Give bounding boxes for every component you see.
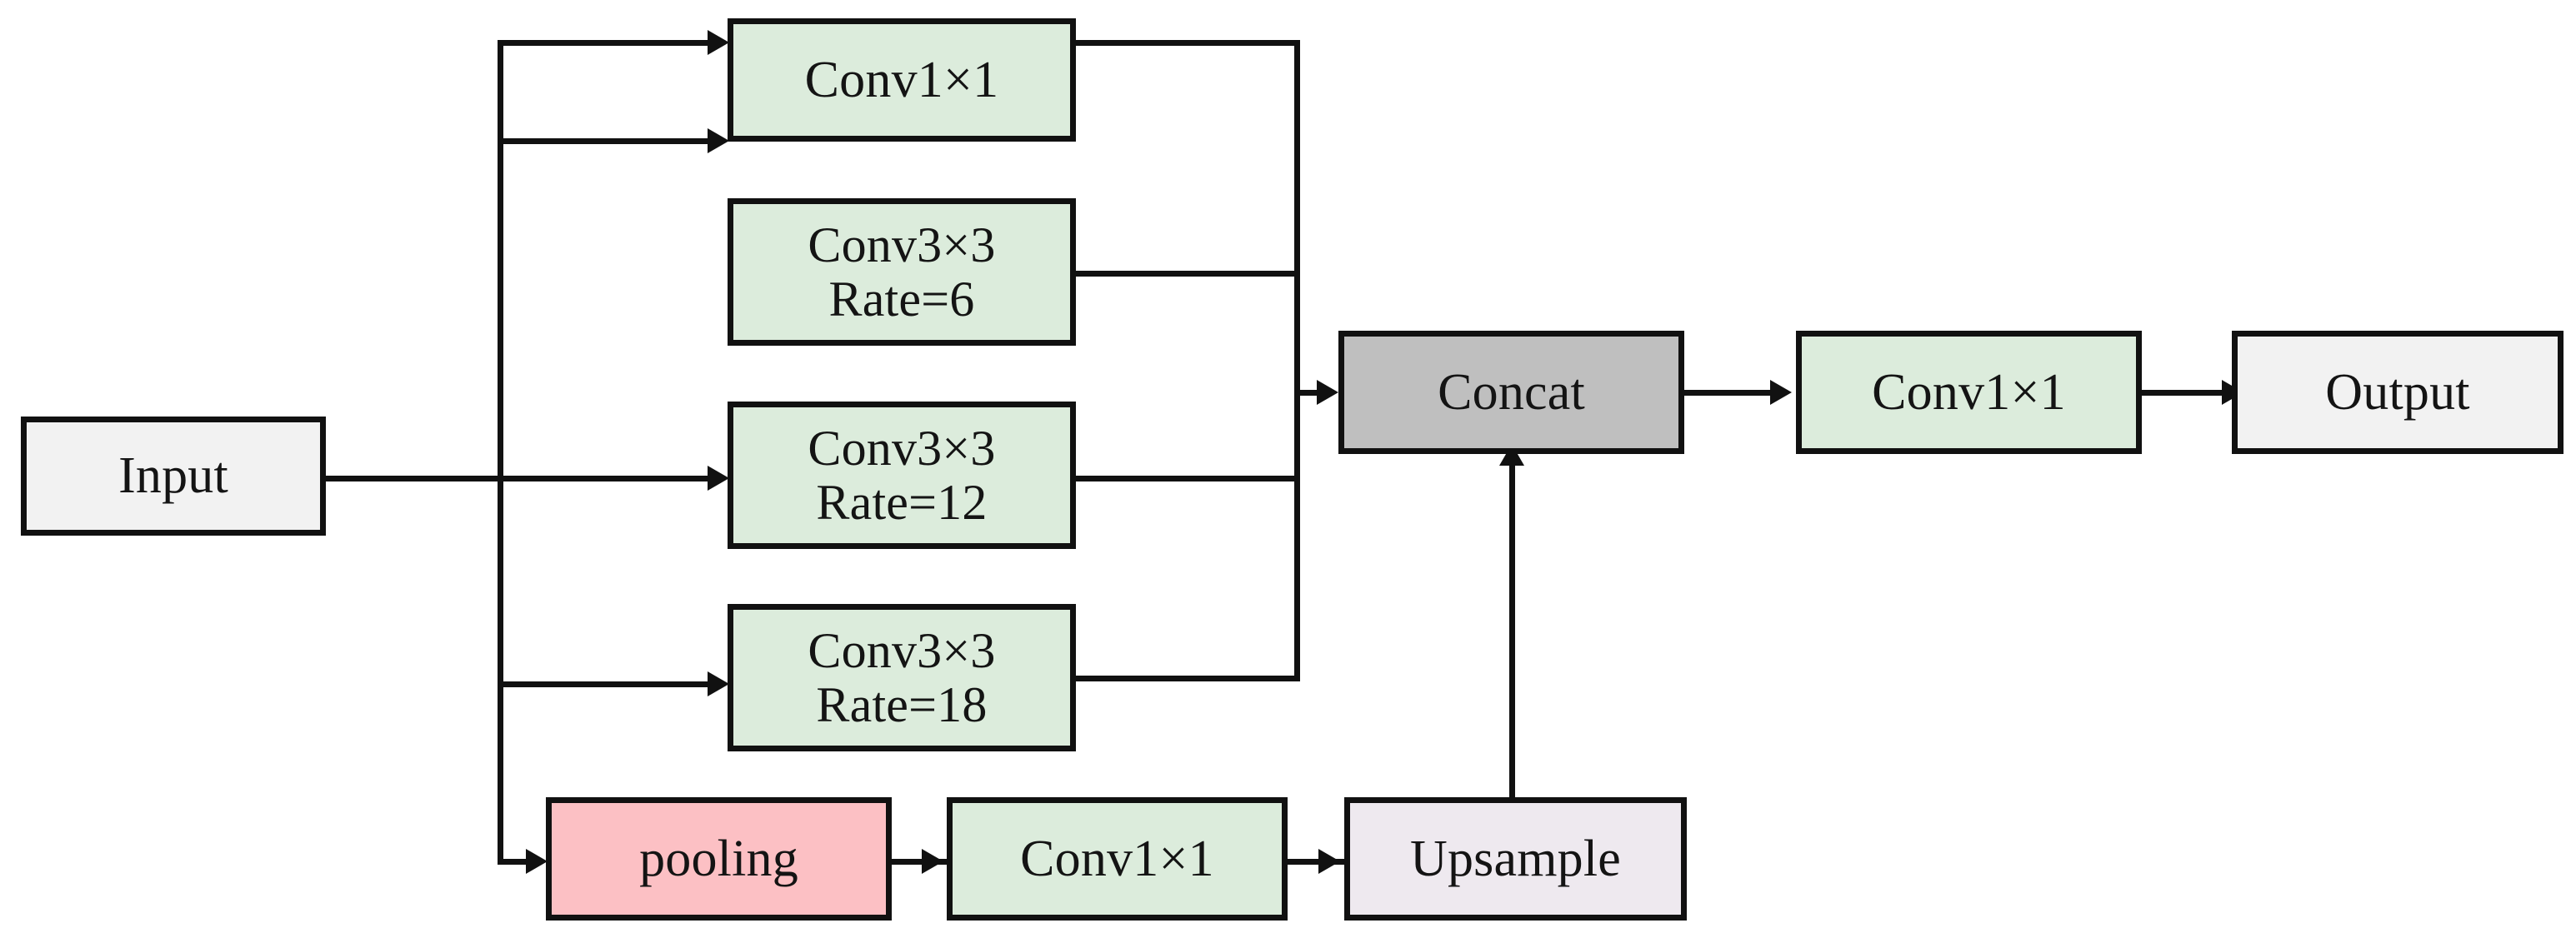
edge-rate18-to-merge	[1073, 676, 1300, 681]
arrowhead-rate18	[708, 671, 729, 696]
node-concat-label: Concat	[1438, 363, 1585, 421]
node-branch-rate18[interactable]: Conv3×3 Rate=18	[728, 604, 1076, 751]
node-branch-rate12-line1: Conv3×3	[808, 420, 996, 476]
node-branch-rate18-line1: Conv3×3	[808, 622, 996, 678]
arrowhead-rate6	[708, 128, 729, 153]
edge-upsample-to-concat	[1509, 463, 1515, 801]
arrowhead-conv1x1	[708, 30, 729, 55]
node-concat[interactable]: Concat	[1338, 331, 1684, 454]
edge-rate6-to-merge	[1073, 271, 1300, 277]
edge-pooling-to-conv1x1	[890, 859, 948, 865]
edge-concat-to-conv1x1	[1682, 390, 1782, 396]
node-pool-conv1x1-label: Conv1×1	[1020, 830, 1214, 887]
fan-out-bus	[498, 40, 503, 865]
edge-bus-to-rate18	[498, 681, 708, 687]
edge-bus-to-pooling	[498, 859, 526, 865]
node-input-label: Input	[118, 447, 228, 505]
node-upsample-label: Upsample	[1410, 830, 1621, 887]
merge-bus	[1294, 40, 1300, 681]
edge-bus-to-conv1x1	[498, 40, 708, 46]
node-branch-rate12-line2: Rate=12	[816, 474, 988, 530]
edge-rate12-to-merge	[1073, 476, 1300, 481]
node-out-conv1x1-label: Conv1×1	[1872, 363, 2066, 421]
node-output-label: Output	[2325, 363, 2470, 421]
node-pool-conv1x1[interactable]: Conv1×1	[947, 797, 1288, 921]
node-output[interactable]: Output	[2232, 331, 2563, 454]
node-branch-rate6-line1: Conv3×3	[808, 217, 996, 272]
edge-bus-to-rate6	[498, 138, 708, 144]
node-branch-rate12[interactable]: Conv3×3 Rate=12	[728, 402, 1076, 549]
edge-bus-to-rate12	[498, 476, 708, 481]
edge-conv1x1-to-upsample	[1286, 859, 1346, 865]
node-branch-rate6-line2: Rate=6	[828, 271, 975, 327]
arrowhead-out-conv1x1	[1770, 380, 1792, 405]
edge-conv1x1-to-output	[2140, 390, 2233, 396]
arrowhead-pooling	[526, 849, 548, 874]
node-out-conv1x1[interactable]: Conv1×1	[1796, 331, 2142, 454]
node-branch-rate18-line2: Rate=18	[816, 676, 988, 732]
edge-conv1x1-to-merge	[1073, 40, 1300, 46]
arrowhead-pool-conv1x1	[922, 849, 943, 874]
node-branch-rate6[interactable]: Conv3×3 Rate=6	[728, 198, 1076, 346]
arrowhead-upsample	[1318, 849, 1340, 874]
arrowhead-concat-left	[1317, 380, 1338, 405]
edge-input-to-bus	[325, 476, 503, 481]
node-branch-conv1x1-label: Conv1×1	[804, 51, 999, 108]
node-pooling[interactable]: pooling	[546, 797, 892, 921]
node-pooling-label: pooling	[639, 830, 798, 887]
arrowhead-rate12	[708, 466, 729, 491]
node-upsample[interactable]: Upsample	[1344, 797, 1687, 921]
node-input[interactable]: Input	[21, 417, 326, 536]
node-branch-conv1x1[interactable]: Conv1×1	[728, 18, 1076, 142]
edge-merge-to-concat	[1294, 390, 1323, 396]
